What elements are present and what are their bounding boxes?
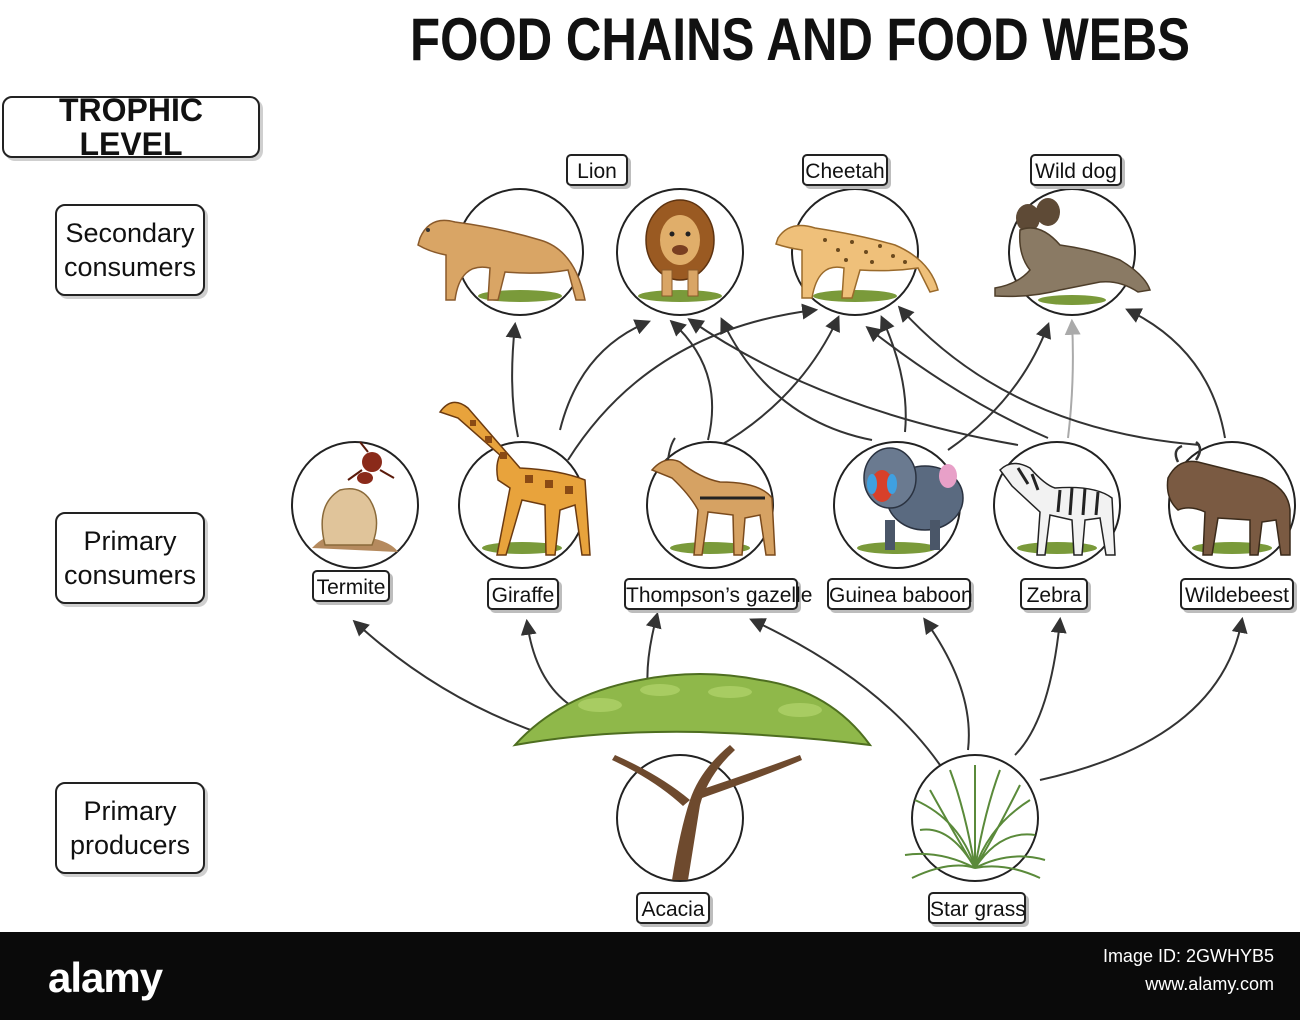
arrow-zebra-lion [687, 318, 1019, 446]
producer-arrows [352, 611, 1248, 781]
label-thompsons-gazelle: Thompson’s gazelle [624, 578, 812, 610]
baboon-icon [863, 447, 964, 550]
arrow-giraffe-lioness [505, 321, 522, 438]
arrow-wildebeest-wilddog [1125, 308, 1226, 439]
food-web-diagram [291, 188, 1296, 882]
label-zebra: Zebra [1020, 578, 1088, 610]
level-secondary-consumers: Secondary consumers [55, 204, 205, 296]
label-guinea-baboon: Guinea baboon [827, 578, 973, 610]
lioness-icon [417, 219, 586, 301]
arrow-giraffe-cheetah [567, 303, 819, 461]
image-id-text: Image ID: 2GWHYB5 [1102, 946, 1274, 966]
arrow-gazelle-lion [669, 319, 714, 441]
arrow-gazelle-cheetah [715, 315, 840, 449]
arrow-grass-baboon [923, 617, 970, 751]
gazelle-icon [650, 437, 776, 556]
level-label-line: consumers [63, 252, 197, 282]
zebra-icon [999, 462, 1116, 556]
trophic-level-heading: TROPHIC LEVEL [2, 93, 260, 161]
image-id: Image ID: 2GWHYB5 www.alamy.com [1103, 942, 1274, 998]
level-label-line: Primary [83, 526, 177, 556]
label-cheetah: Cheetah [802, 154, 888, 186]
wild-dog-icon [994, 198, 1151, 298]
star-grass-icon [904, 765, 1046, 879]
site-url: www.alamy.com [1145, 974, 1274, 994]
arrow-giraffe-lion [559, 319, 651, 431]
arrow-acacia-termite [352, 619, 546, 736]
level-label-line: consumers [63, 560, 197, 590]
level-label-line: Primary [83, 796, 177, 826]
label-star-grass: Star grass [928, 892, 1026, 924]
footer-bar: alamy Image ID: 2GWHYB5 www.alamy.com [0, 932, 1300, 1020]
label-termite: Termite [312, 570, 390, 602]
level-primary-consumers: Primary consumers [55, 512, 205, 604]
arrow-zebra-wilddog [1064, 318, 1081, 439]
level-primary-producers: Primary producers [55, 782, 205, 874]
level-label-line: Secondary [65, 218, 195, 248]
label-lion: Lion [566, 154, 628, 186]
giraffe-icon [438, 401, 591, 556]
page-title: FOOD CHAINS AND FOOD WEBS [410, 6, 1190, 73]
arrow-grass-zebra [1014, 616, 1067, 756]
cheetah-icon [775, 224, 939, 299]
arrow-acacia-giraffe [520, 618, 571, 706]
level-label-line: producers [69, 830, 191, 860]
label-giraffe: Giraffe [487, 578, 559, 610]
alamy-logo: alamy [48, 954, 163, 1001]
label-wildebeest: Wildebeest [1180, 578, 1294, 610]
label-acacia: Acacia [636, 892, 710, 924]
lion-icon [645, 199, 715, 297]
arrow-wildebeest-cheetah [897, 305, 1201, 446]
arrow-grass-gazelle [749, 618, 941, 766]
label-wild-dog: Wild dog [1030, 154, 1122, 186]
termite-icon [312, 441, 398, 552]
arrow-zebra-cheetah [865, 326, 1049, 439]
arrow-grass-wildebeest [1039, 616, 1248, 781]
acacia-tree-icon [512, 673, 873, 880]
wildebeest-icon [1166, 441, 1291, 556]
arrow-baboon-cheetah [879, 315, 907, 433]
consumer-arrows [505, 303, 1226, 461]
arrow-baboon-lion [720, 317, 873, 441]
